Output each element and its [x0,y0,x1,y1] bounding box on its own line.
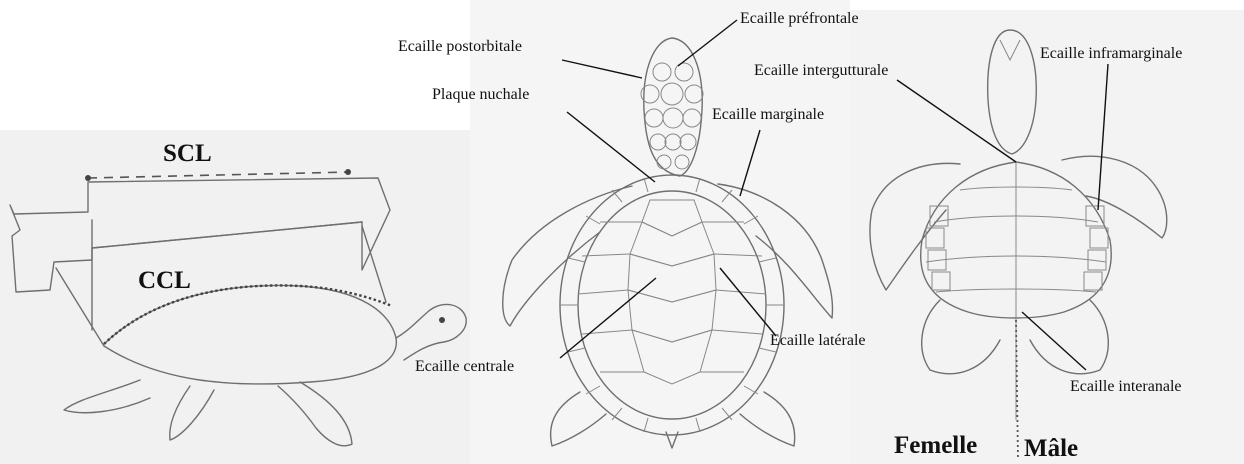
ventral-panel-background [850,10,1244,464]
scl-right-mark [345,169,351,175]
label-interanal: Ecaille interanale [1070,378,1181,396]
label-prefrontal: Ecaille préfrontale [740,10,859,28]
side-eye [439,317,445,323]
label-male: Mâle [1024,435,1078,463]
scl-left-mark [85,175,91,181]
scl-label: SCL [163,140,212,168]
label-postorbital: Ecaille postorbitale [398,38,522,56]
label-inframarginal: Ecaille inframarginale [1040,45,1182,63]
label-nuchal: Plaque nuchale [432,86,529,104]
label-intergular: Ecaille intergutturale [754,62,888,80]
ccl-label: CCL [138,267,191,295]
label-marginal: Ecaille marginale [712,106,824,124]
label-lateral: Ecaille latérale [770,332,865,350]
label-central: Ecaille centrale [415,358,514,376]
label-female: Femelle [894,432,977,460]
